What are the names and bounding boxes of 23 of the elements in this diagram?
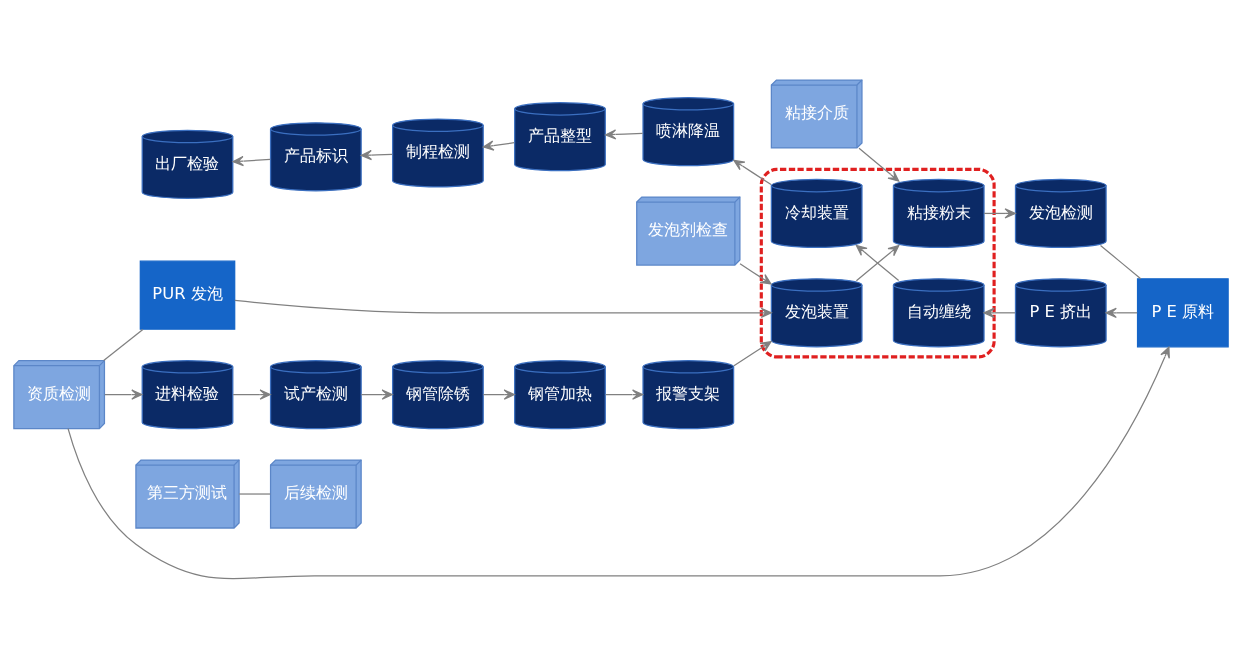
node-box: PUR 发泡	[139, 260, 236, 330]
arrow	[983, 208, 1016, 219]
arrow	[67, 346, 1170, 580]
arrow	[733, 159, 772, 186]
arrow	[604, 129, 644, 140]
connector	[1099, 244, 1142, 280]
connector	[103, 328, 144, 362]
arrow	[482, 389, 515, 400]
arrow	[234, 299, 772, 318]
arrow	[858, 147, 900, 182]
arrow	[733, 341, 772, 367]
arrow	[983, 307, 1016, 318]
arrow	[104, 389, 143, 400]
node-box: P E 原料	[1136, 278, 1229, 348]
arrow	[232, 389, 271, 400]
arrow	[739, 263, 772, 285]
arrow	[360, 389, 393, 400]
connector	[238, 493, 271, 495]
arrow	[1105, 307, 1138, 318]
arrow	[604, 389, 644, 400]
arrow	[482, 140, 515, 151]
arrow	[232, 155, 271, 167]
arrow	[360, 149, 393, 161]
